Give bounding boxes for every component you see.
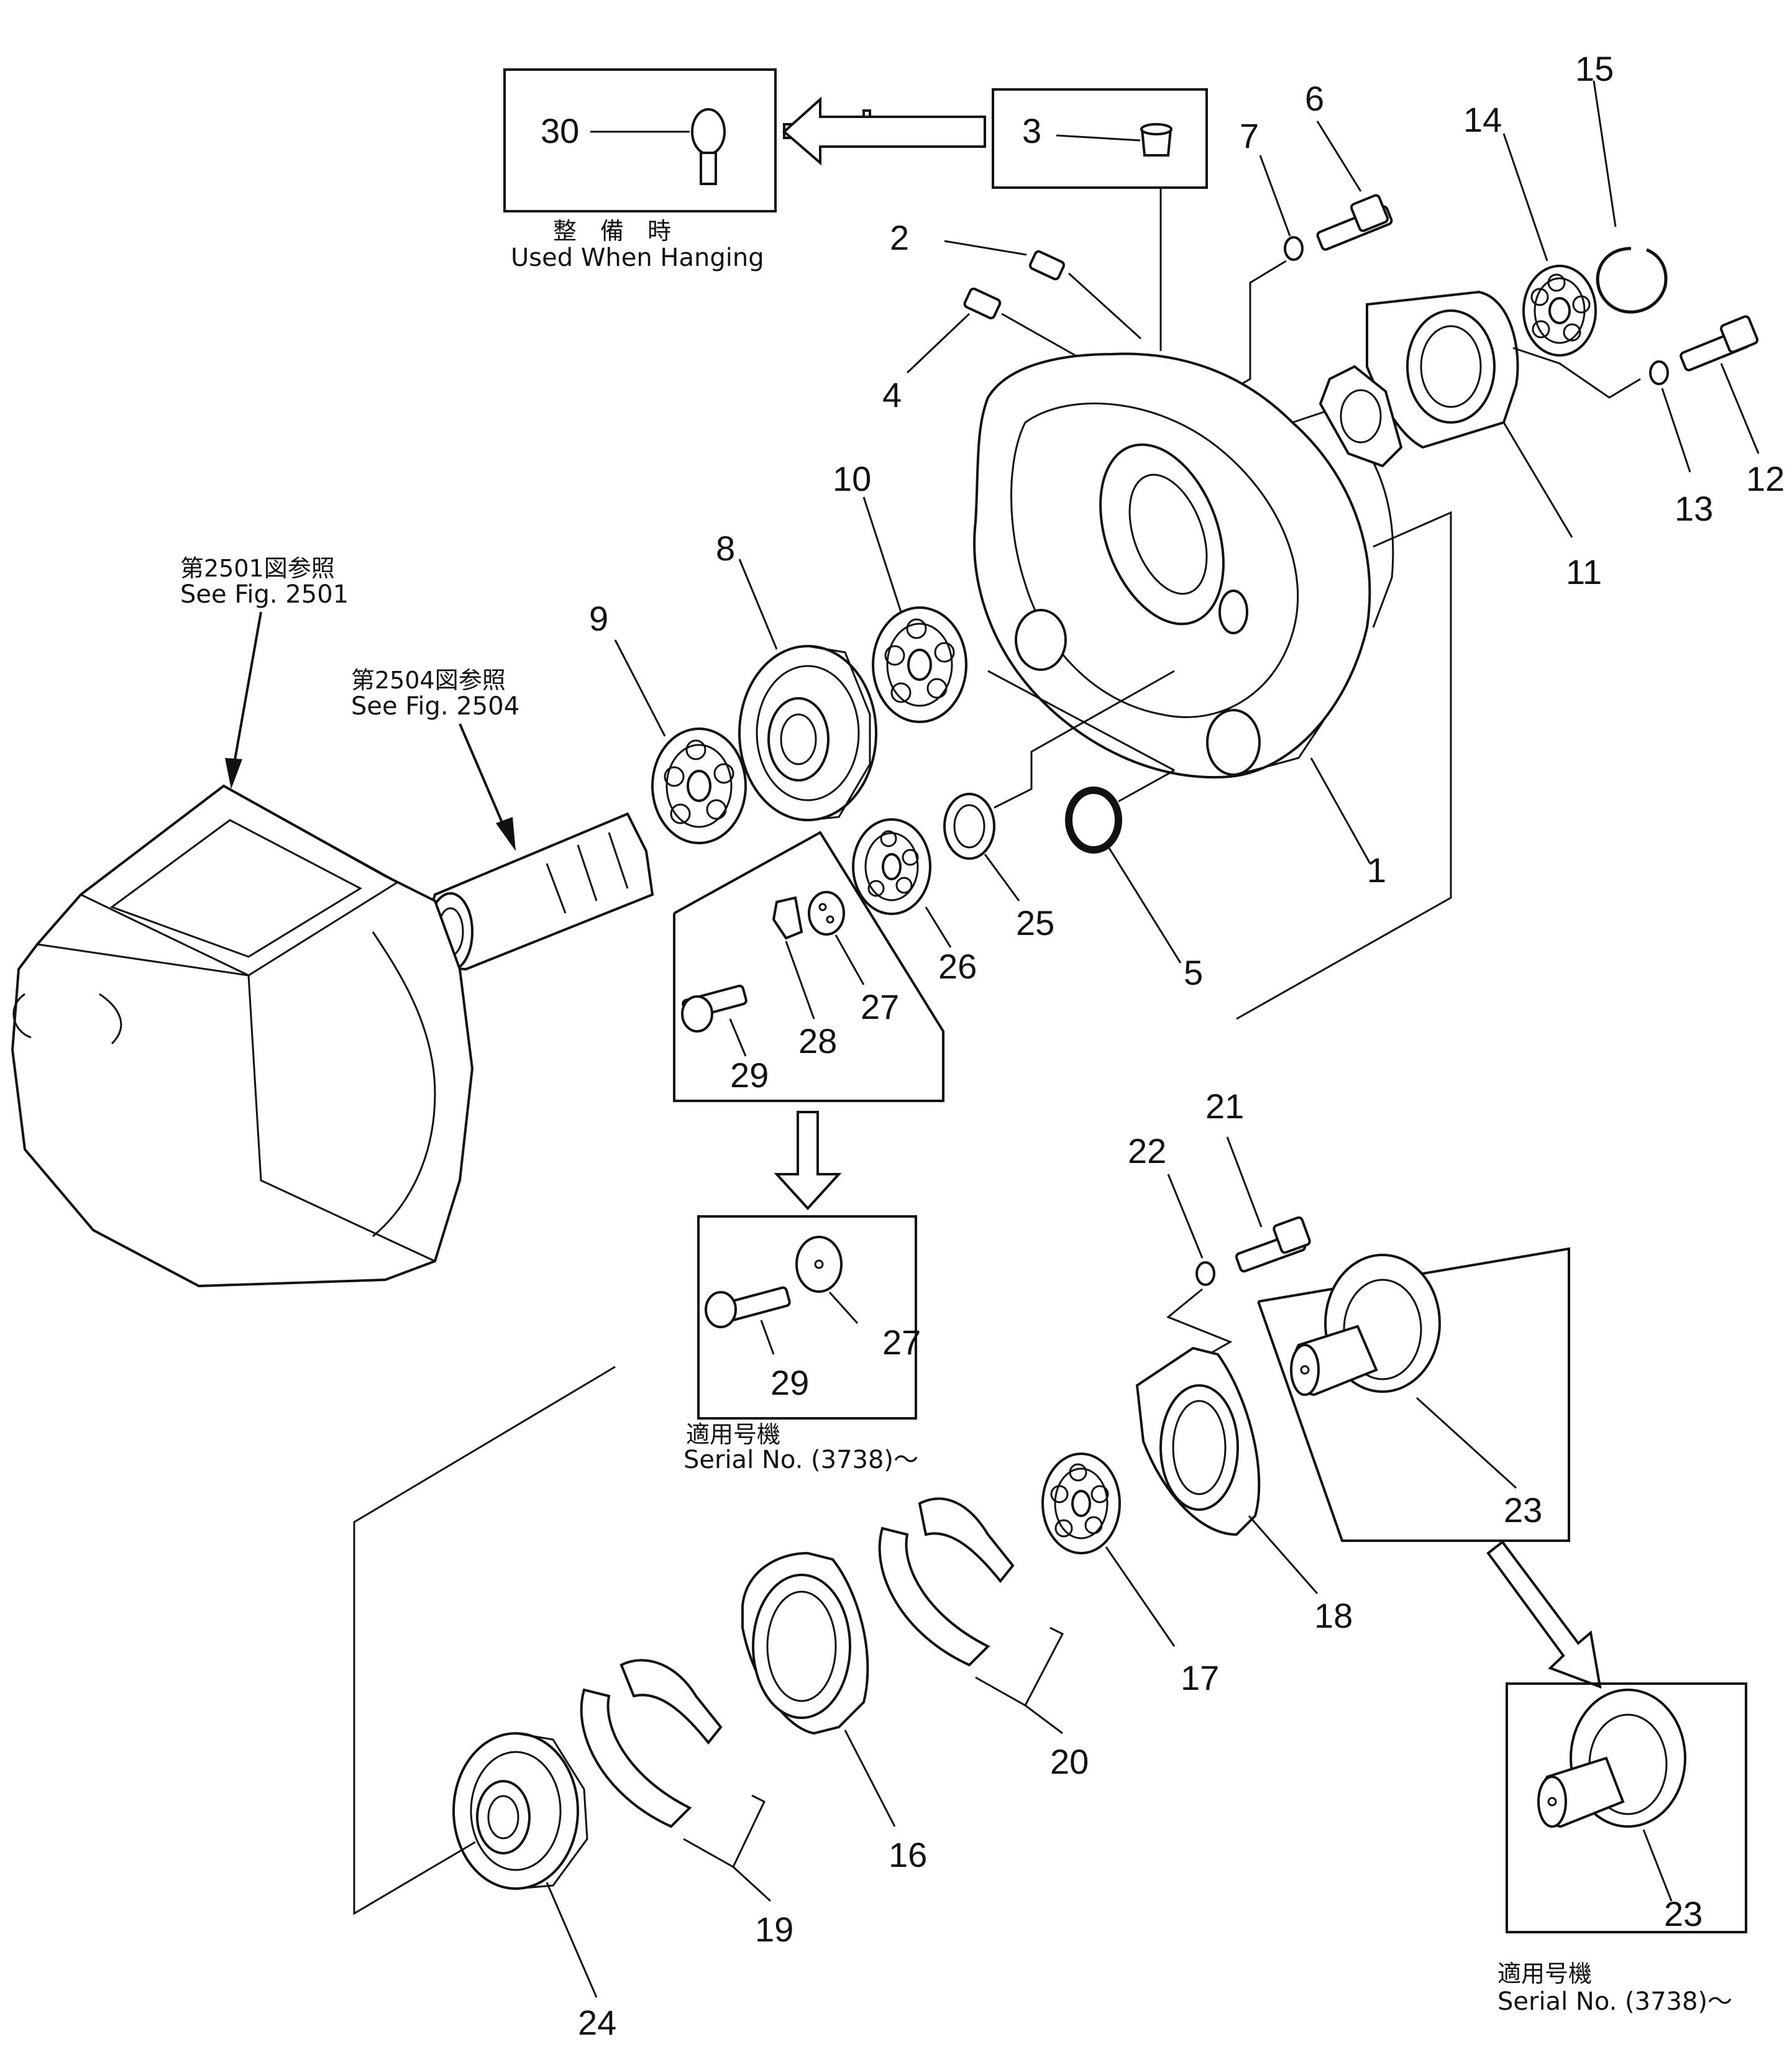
label-10: 10 bbox=[833, 459, 871, 498]
arrow-down bbox=[774, 1111, 842, 1210]
label-18: 18 bbox=[1314, 1596, 1353, 1635]
serial-note-en: Serial No. (3738)～ bbox=[683, 1446, 918, 1474]
ref-fig-2501: 第2501図参照 See Fig. 2501 bbox=[180, 555, 349, 789]
label-27: 27 bbox=[861, 987, 899, 1026]
bearing-14: 14 bbox=[1463, 100, 1641, 399]
label-20: 20 bbox=[1050, 1742, 1089, 1781]
fig2504-note-en: See Fig. 2504 bbox=[351, 692, 519, 721]
bearing-10: 10 bbox=[833, 459, 967, 723]
label-12: 12 bbox=[1746, 459, 1785, 498]
box-serial-27-29: 29 27 適用号機 Serial No. (3738)～ bbox=[683, 1215, 921, 1474]
bolt-6: 6 bbox=[1305, 79, 1393, 251]
label-30: 30 bbox=[541, 111, 579, 150]
plug-4: 4 bbox=[882, 287, 1107, 414]
label-22: 22 bbox=[1128, 1131, 1166, 1170]
transmission-case bbox=[11, 784, 474, 1288]
snap-ring-15: 15 bbox=[1575, 49, 1668, 314]
retainer-18: 18 bbox=[1135, 1346, 1353, 1635]
label-21: 21 bbox=[1205, 1087, 1244, 1126]
label-4: 4 bbox=[882, 375, 902, 414]
box-part-3: 3 bbox=[992, 88, 1208, 351]
label-27b: 27 bbox=[882, 1323, 921, 1362]
serial-note-jp: 適用号機 bbox=[686, 1421, 780, 1448]
inset-hanging: 30 整 備 時 Used When Hanging bbox=[503, 68, 777, 272]
label-5: 5 bbox=[1184, 953, 1203, 992]
label-17: 17 bbox=[1181, 1658, 1219, 1697]
retainer-16: 16 bbox=[741, 1551, 927, 1874]
bolt-21: 21 bbox=[1205, 1087, 1311, 1273]
label-14: 14 bbox=[1463, 100, 1502, 139]
serial2-note-jp: 適用号機 bbox=[1497, 1960, 1592, 1987]
washer-13: 13 bbox=[1649, 360, 1713, 528]
label-16: 16 bbox=[889, 1835, 927, 1874]
fig2501-note-en: See Fig. 2501 bbox=[180, 580, 349, 609]
box-parts-27-28-29: 29 28 27 bbox=[673, 831, 944, 1102]
label-25: 25 bbox=[1016, 903, 1054, 942]
label-6: 6 bbox=[1305, 79, 1324, 118]
retainer-11: 11 bbox=[1366, 290, 1602, 591]
bolt-12: 12 bbox=[1680, 315, 1785, 498]
hanging-note-en: Used When Hanging bbox=[511, 244, 764, 272]
o-ring-5: 5 bbox=[1065, 769, 1203, 992]
eye-bolt-shank bbox=[700, 152, 717, 185]
washer-7: 7 bbox=[1217, 116, 1304, 399]
label-24: 24 bbox=[578, 2003, 616, 2042]
label-26: 26 bbox=[938, 947, 977, 986]
label-8: 8 bbox=[716, 529, 735, 568]
label-29b: 29 bbox=[770, 1363, 809, 1402]
label-29: 29 bbox=[730, 1056, 769, 1095]
lower-group-bracket bbox=[353, 1366, 616, 1915]
label-13: 13 bbox=[1675, 489, 1713, 528]
eye-bolt-ring bbox=[691, 108, 726, 155]
label-28: 28 bbox=[798, 1021, 837, 1060]
label-23b: 23 bbox=[1664, 1894, 1703, 1933]
shaft bbox=[427, 812, 654, 972]
label-15: 15 bbox=[1575, 49, 1614, 88]
gear-24: 24 bbox=[452, 1732, 616, 2042]
arrow-diagonal bbox=[1486, 1540, 1602, 1689]
bearing-26: 26 bbox=[852, 818, 977, 986]
plug-2: 2 bbox=[890, 218, 1142, 340]
label-19: 19 bbox=[755, 1910, 793, 1949]
serial2-note-en: Serial No. (3738)～ bbox=[1497, 1987, 1732, 2016]
hanging-note-jp: 整 備 時 bbox=[553, 217, 671, 245]
shim-19: 19 bbox=[580, 1659, 793, 1949]
bearing-9: 9 bbox=[589, 599, 747, 844]
bearing-17: 17 bbox=[1041, 1453, 1219, 1697]
label-11: 11 bbox=[1566, 552, 1602, 591]
seal-25: 25 bbox=[943, 670, 1175, 942]
gear-8: 8 bbox=[716, 529, 877, 821]
arrow-to-hanging bbox=[782, 96, 986, 166]
ref-fig-2504: 第2504図参照 See Fig. 2504 bbox=[351, 667, 519, 851]
fig2501-note-jp: 第2501図参照 bbox=[180, 555, 335, 582]
label-2: 2 bbox=[890, 218, 909, 257]
washer-22: 22 bbox=[1128, 1131, 1233, 1356]
label-9: 9 bbox=[589, 599, 608, 638]
box-pinion-23: 23 bbox=[1257, 1247, 1570, 1542]
box-serial-23: 23 適用号機 Serial No. (3738)～ bbox=[1497, 1682, 1747, 2016]
shim-20: 20 bbox=[878, 1497, 1089, 1781]
label-7: 7 bbox=[1240, 116, 1259, 155]
label-3: 3 bbox=[1022, 111, 1041, 150]
lock-plate bbox=[1319, 365, 1403, 468]
fig2504-note-jp: 第2504図参照 bbox=[351, 667, 506, 694]
label-23: 23 bbox=[1504, 1490, 1542, 1530]
label-1: 1 bbox=[1367, 851, 1386, 890]
transmission-housing-1: 1 bbox=[973, 352, 1452, 1020]
